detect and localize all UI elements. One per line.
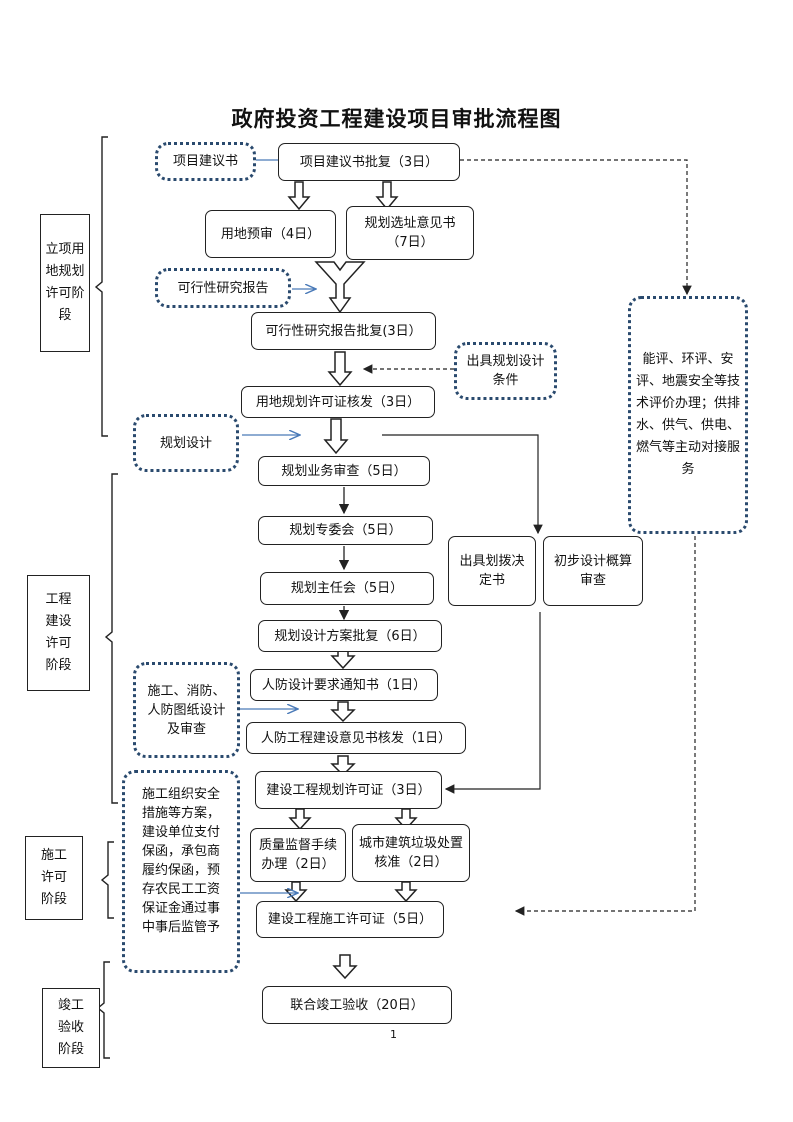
stage-completion-acceptance: 竣工验收阶段 [42,988,100,1068]
step-quality-supervision: 质量监督手续办理（2日） [250,828,346,882]
step-preliminary-design-review: 初步设计概算审查 [543,536,643,606]
solid-connectors [382,434,543,794]
step-site-selection-opinion: 规划选址意见书（7日） [346,206,474,260]
step-feasibility-approval: 可行性研究报告批复(3日） [251,312,436,350]
step-waste-approval: 城市建筑垃圾处置核准（2日） [352,824,470,882]
input-drawing-review: 施工、消防、人防图纸设计及审查 [133,662,240,758]
page-number: 1 [390,1028,397,1041]
step-planning-review: 规划业务审查（5日） [258,456,430,486]
input-planning-conditions: 出具规划设计条件 [454,342,557,400]
step-planning-permit: 建设工程规划许可证（3日） [255,771,442,809]
step-construction-permit: 建设工程施工许可证（5日） [256,901,444,938]
input-feasibility-report: 可行性研究报告 [155,268,291,308]
step-civil-defense-opinion: 人防工程建设意见书核发（1日） [246,722,466,754]
page-title: 政府投资工程建设项目审批流程图 [231,107,562,131]
step-planning-committee: 规划专委会（5日） [258,516,433,545]
step-proposal-approval: 项目建议书批复（3日） [278,143,460,181]
input-planning-design: 规划设计 [133,414,239,472]
step-civil-defense-notice: 人防设计要求通知书（1日） [250,669,438,701]
stage-construction-permit: 施工许可阶段 [25,836,83,920]
stage-construction-engineering: 工程建设许可阶段 [27,575,90,691]
stage-brackets [94,136,118,1059]
dashed-connectors [362,159,696,916]
stage-project-approval: 立项用地规划许可阶段 [40,214,90,352]
input-arrows [240,160,316,893]
input-safety-measures: 施工组织安全措施等方案，建设单位支付保函，承包商履约保函，预存农民工工资保证金通… [122,770,240,973]
input-technical-evaluation: 能评、环评、安评、地震安全等技术评价办理；供排水、供气、供电、燃气等主动对接服务 [628,296,748,534]
input-project-proposal: 项目建议书 [155,142,256,181]
step-land-planning-permit: 用地规划许可证核发（3日） [241,386,435,418]
step-completion-acceptance: 联合竣工验收（20日） [262,986,452,1024]
step-scheme-approval: 规划设计方案批复（6日） [258,620,442,652]
step-director-meeting: 规划主任会（5日） [260,572,434,605]
step-land-pre-review: 用地预审（4日） [205,210,336,258]
step-allocation-decision: 出具划拨决定书 [448,536,536,606]
